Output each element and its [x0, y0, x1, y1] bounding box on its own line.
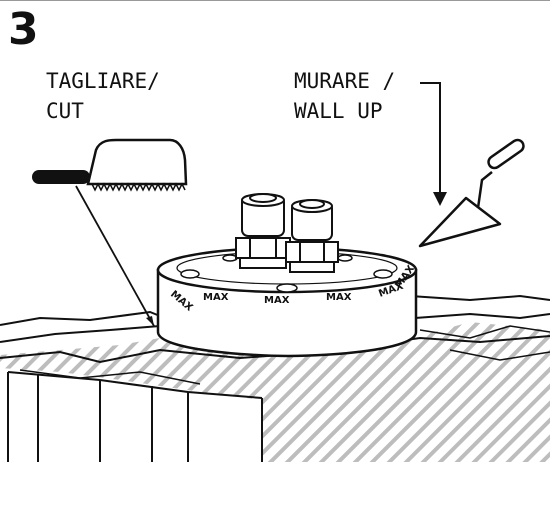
cut-label-line-1: TAGLIARE/	[46, 69, 160, 93]
saw-handle	[32, 170, 90, 184]
bolt-holes	[180, 254, 393, 293]
wall-surface	[0, 294, 550, 462]
wall-up-leader-line	[420, 82, 441, 198]
wall-up-leader-arrow	[433, 192, 447, 206]
cut-leader-arrow	[146, 316, 154, 326]
step-number: 3	[8, 4, 39, 55]
wall-crack-lines	[19, 325, 550, 385]
wall-block-hatch	[262, 372, 550, 462]
cut-leader-line	[75, 185, 155, 327]
fitting-right	[285, 199, 339, 273]
drain-flange: MAX MAX MAX MAX MAX MAX	[156, 246, 418, 358]
wall-up-label-line-2: WALL UP	[294, 99, 383, 123]
cut-label: TAGLIARE/ CUT	[46, 66, 160, 126]
saw-blade	[86, 138, 188, 186]
wall-up-label: MURARE / WALL UP	[294, 66, 395, 126]
saw-teeth	[91, 182, 186, 192]
wall-up-label-line-1: MURARE /	[294, 69, 396, 93]
trowel-neck	[476, 171, 493, 209]
max-marking: MAX	[264, 295, 290, 306]
plaster-outline-mid	[0, 312, 550, 343]
fitting-left	[235, 193, 291, 269]
plaster-outline-lower	[0, 335, 550, 364]
push-fitting-icon	[235, 193, 339, 273]
brick-lines	[7, 371, 263, 462]
trowel-icon	[418, 138, 525, 248]
trowel-handle	[487, 138, 525, 170]
trowel-blade	[418, 196, 502, 248]
plaster-outline-upper	[0, 294, 550, 326]
max-marking: MAX	[203, 292, 229, 303]
cut-label-line-2: CUT	[46, 99, 84, 123]
top-rule	[0, 0, 550, 1]
max-marking: MAX	[326, 292, 352, 303]
flange-body	[156, 268, 418, 358]
saw-icon	[32, 138, 188, 192]
